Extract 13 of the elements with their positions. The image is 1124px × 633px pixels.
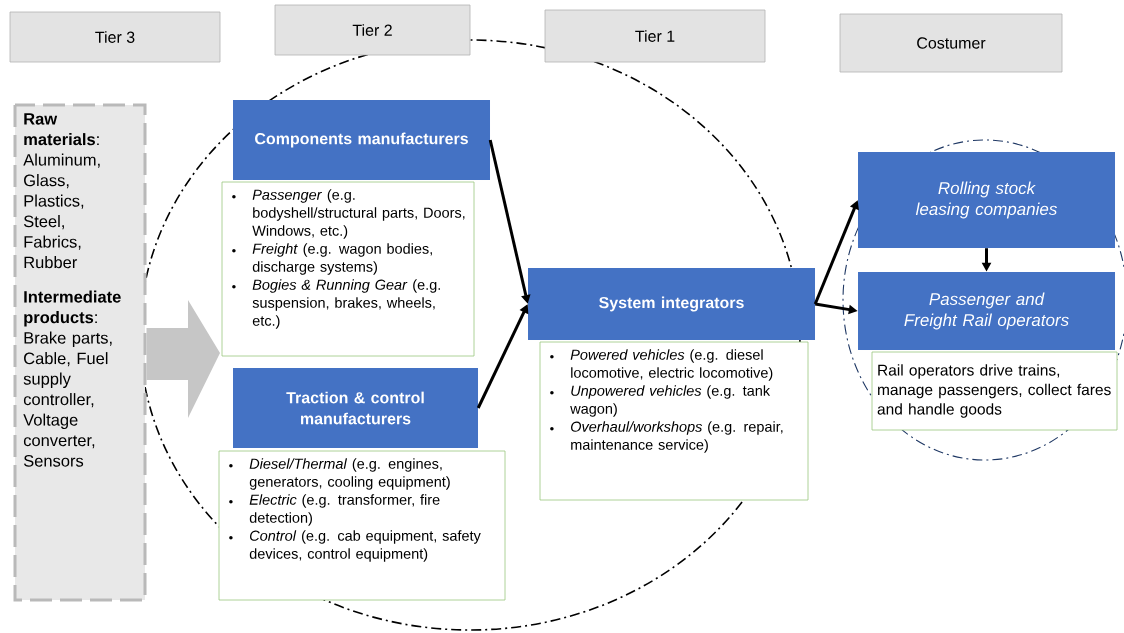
tier-header: Tier 1: [544, 9, 766, 63]
list-box: Diesel/Thermal (e.g. engines, generators, cooling equipment) Electric (e.g. transformer, fire detection) Control (e.g. cab equipment, safety devices, control equipment): [218, 450, 506, 601]
tier-header: Tier 3: [9, 11, 221, 63]
process-box: Components manufacturers: [233, 100, 490, 180]
list-box: Powered vehicles (e.g. diesel locomotive, electric locomotive) Unpowered vehicles (e.g. tank wagon) Overhaul/workshops (e.g. repair, maintenance service): [539, 341, 809, 501]
process-box: Traction & control manufacturers: [233, 368, 478, 448]
list-box: Passenger (e.g. bodyshell/structural parts, Doors, Windows, etc.) Freight (e.g. wagon bodies, discharge systems) Bogies & Running Gear (e.g. suspension, brakes, wheels, etc.): [221, 181, 475, 357]
process-box: System integrators: [528, 268, 815, 340]
tier-header: Tier 2: [274, 4, 471, 56]
description-box: Rail operators drive trains, manage passengers, collect fares and handle goods: [871, 351, 1118, 431]
process-box: Passenger and Freight Rail operators: [858, 272, 1115, 350]
process-box: Rolling stock leasing companies: [858, 152, 1115, 248]
tier-header: Costumer: [839, 13, 1063, 73]
